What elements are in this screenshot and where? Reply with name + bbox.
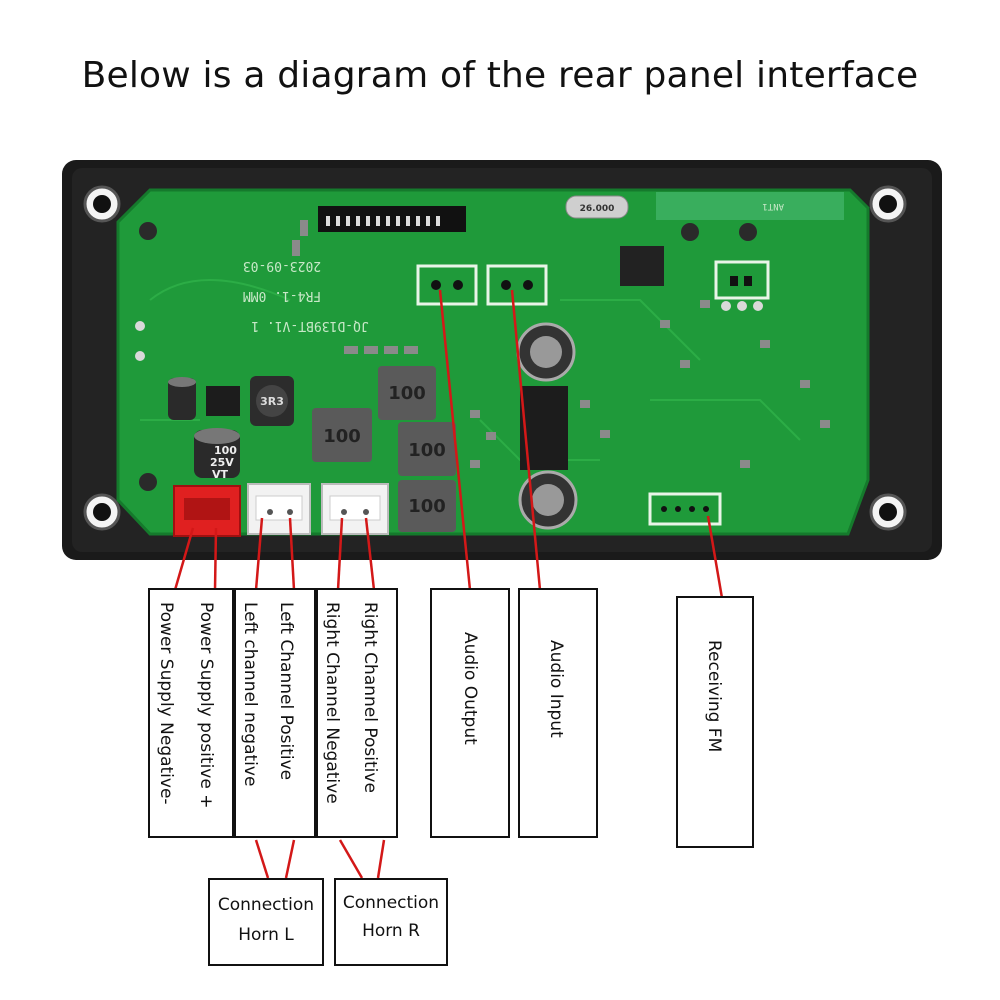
left-negative-label: Left channel negative: [240, 602, 260, 787]
right-negative-label: Right Channel Negative: [322, 602, 342, 804]
inductor-label: 100: [323, 426, 361, 447]
ribbon-connector: [318, 206, 466, 232]
inductor-label: 100: [408, 496, 446, 517]
leader-lines: [173, 289, 724, 879]
receiving-fm-label: Receiving FM: [704, 640, 724, 753]
right-positive-label: Right Channel Positive: [360, 602, 380, 793]
horn-l-box: [208, 878, 324, 966]
bt-chip: [620, 246, 664, 286]
horn-r-label-line2: Horn R: [362, 921, 420, 941]
audio-output-label: Audio Output: [460, 632, 480, 745]
horn-l-label-line1: Connection: [217, 895, 315, 915]
mounting-holes: [83, 185, 907, 531]
crystal-label: 26.000: [580, 204, 615, 214]
power-positive-label: Power Supply positive +: [196, 602, 216, 809]
power-inductors: 100 100 100 100: [312, 366, 456, 532]
inductor-label: 100: [408, 440, 446, 461]
audio-output-label-box: [430, 588, 510, 838]
antenna-label: ANT1: [762, 201, 784, 211]
right-channel-label-box: [316, 588, 398, 838]
audio-input-connector: [486, 264, 548, 306]
horn-r-box: [334, 878, 448, 966]
capacitor-small: [168, 378, 196, 420]
page-title: Below is a diagram of the rear panel int…: [81, 55, 919, 96]
power-negative-label: Power Supply Negative-: [156, 602, 176, 805]
cap-label: 100: [214, 444, 237, 457]
rev-marking: FR4-1. 0MM: [243, 288, 321, 303]
inductor-label: 100: [388, 383, 426, 404]
horn-l-label-line2: Horn L: [238, 925, 294, 945]
horn-r-label-line1: Connection: [342, 893, 440, 913]
crystal: [565, 195, 629, 219]
audio-input-label: Audio Input: [546, 640, 566, 738]
fm-connector: [648, 492, 722, 526]
cap-label: 25V: [210, 456, 234, 469]
left-positive-label: Left Channel Positive: [276, 602, 296, 781]
date-marking: 2023-09-03: [243, 258, 321, 273]
inductor-3r3-label: 3R3: [260, 395, 284, 408]
left-channel-label-box: [234, 588, 316, 838]
power-label-box: [148, 588, 234, 838]
cap-label: VT: [212, 468, 229, 481]
regulator-chip: [206, 386, 240, 416]
pcb: [116, 188, 870, 536]
audio-input-label-box: [518, 588, 598, 838]
fm-label-box: [676, 596, 754, 848]
antenna-area: [656, 192, 844, 220]
model-marking: JQ-D139BT-V1. 1: [251, 318, 368, 333]
audio-output-connector: [416, 264, 478, 306]
